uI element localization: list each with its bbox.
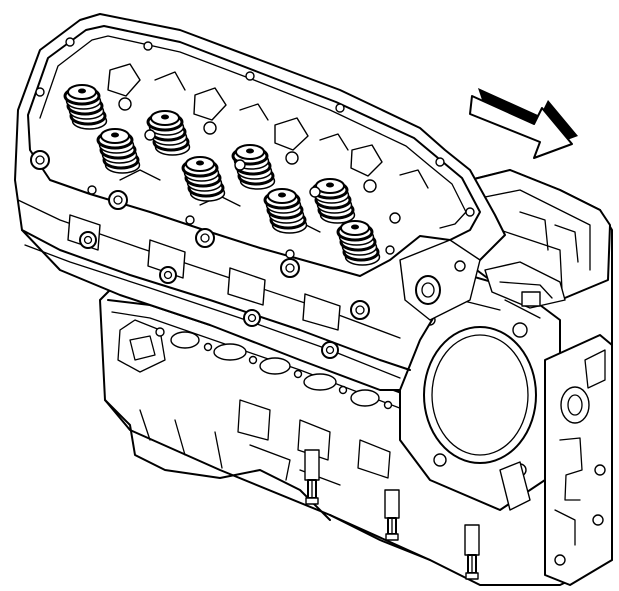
valve-spring [63,84,108,130]
cylinder-bore [423,326,537,464]
rocker-pedestals [107,63,429,224]
direction-arrow-icon [469,88,578,159]
block-ports [155,327,393,410]
valve-spring [263,188,308,234]
cylinder-head [14,13,506,391]
front-face [399,269,561,511]
valve-springs [63,84,381,266]
exhaust-studs [304,449,531,580]
valve-spring [146,110,191,156]
head-bolts [30,150,370,359]
bellhousing-flange [544,334,613,586]
valve-spring [96,128,141,174]
valve-spring [181,156,226,202]
valve-spring [336,220,381,266]
